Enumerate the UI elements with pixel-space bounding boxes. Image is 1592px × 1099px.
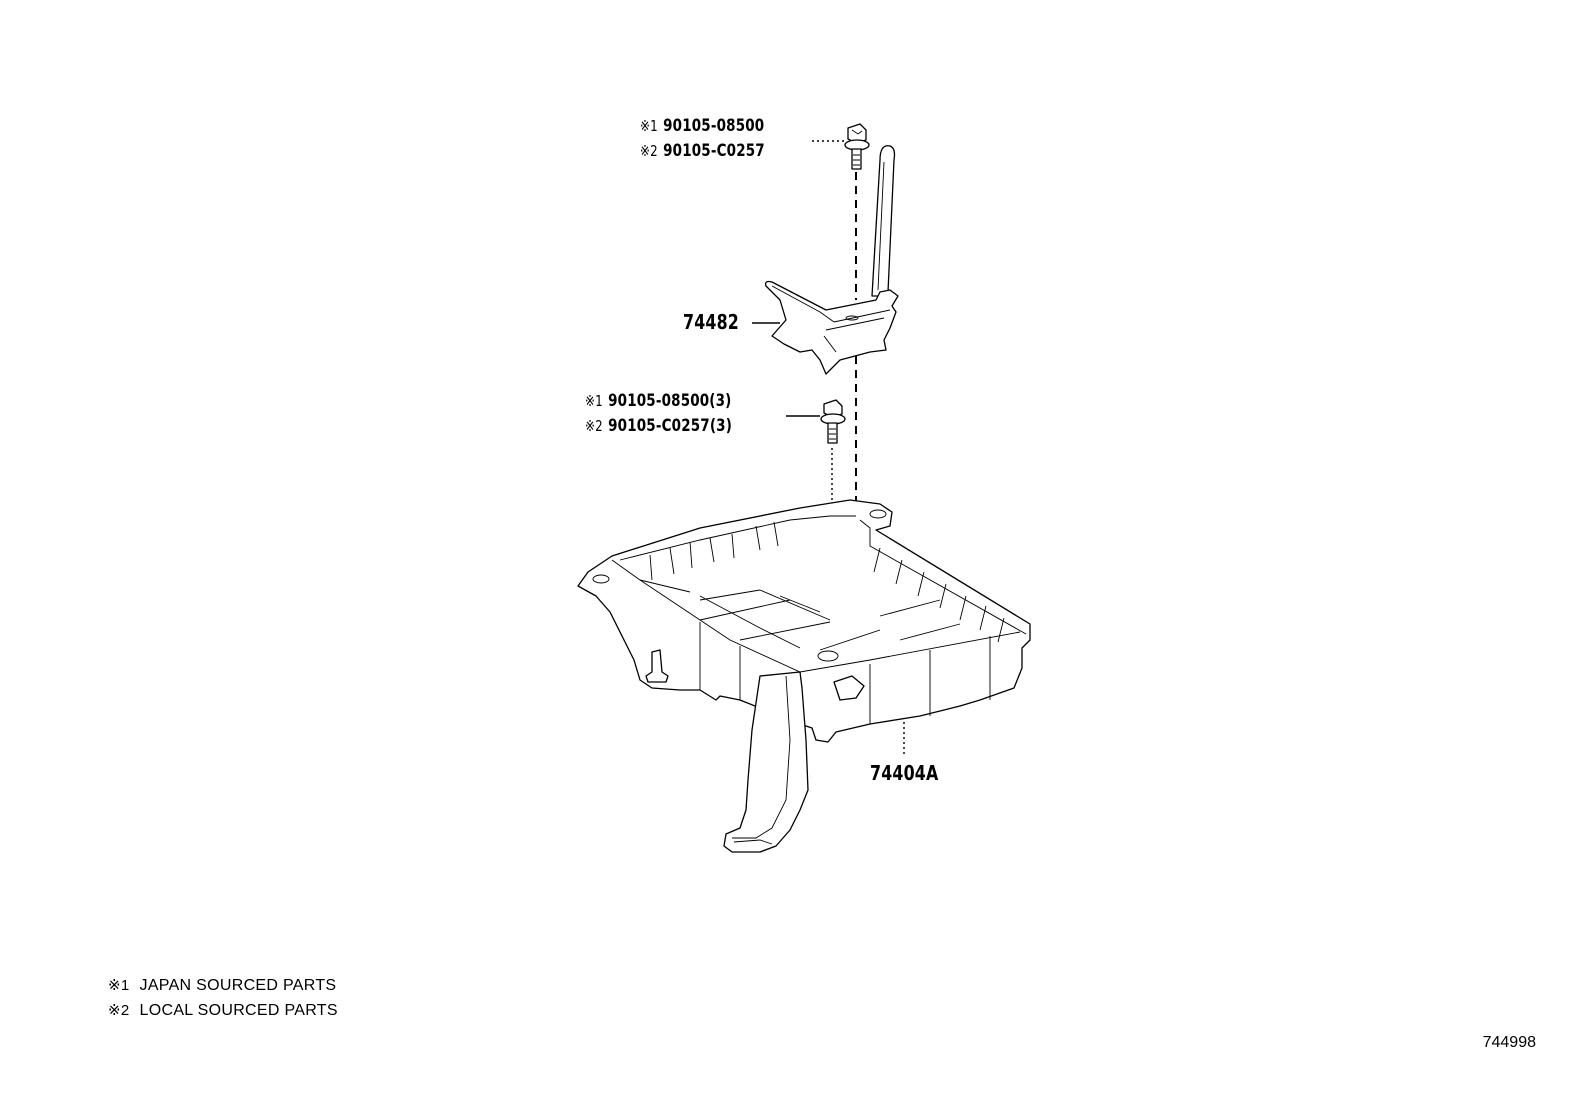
local-mark: ※2 — [585, 417, 603, 435]
local-mark: ※2 — [640, 142, 658, 160]
callout-clamp[interactable]: 74482 — [683, 310, 739, 334]
legend-text: JAPAN SOURCED PARTS — [139, 977, 337, 994]
part-number: 90105-C0257 — [663, 141, 765, 161]
callout-bolt-upper-line-1[interactable]: ※1 90105-08500 — [640, 118, 764, 135]
japan-mark: ※1 — [585, 392, 603, 410]
part-number: 90105-08500 — [663, 116, 765, 136]
legend-item-japan: ※1 JAPAN SOURCED PARTS — [108, 976, 336, 995]
part-number: 90105-C0257(3) — [608, 416, 733, 436]
callout-bolt-upper-line-2[interactable]: ※2 90105-C0257 — [640, 143, 765, 160]
legend-item-local: ※2 LOCAL SOURCED PARTS — [108, 1001, 338, 1020]
callout-bolt-lower-line-2[interactable]: ※2 90105-C0257(3) — [585, 418, 732, 435]
figure-id: 744998 — [1482, 1034, 1536, 1051]
callout-bolt-lower-line-1[interactable]: ※1 90105-08500(3) — [585, 393, 732, 410]
bolt-upper-icon[interactable] — [844, 123, 870, 170]
local-mark: ※2 — [108, 1002, 130, 1019]
japan-mark: ※1 — [108, 977, 130, 994]
bolt-lower-icon[interactable] — [820, 399, 846, 444]
legend-text: LOCAL SOURCED PARTS — [139, 1002, 338, 1019]
callout-battery-tray[interactable]: 74404A — [870, 761, 939, 785]
clamp-icon[interactable] — [764, 145, 899, 375]
japan-mark: ※1 — [640, 117, 658, 135]
part-number: 90105-08500(3) — [608, 391, 732, 411]
battery-tray-icon[interactable] — [577, 499, 1031, 853]
